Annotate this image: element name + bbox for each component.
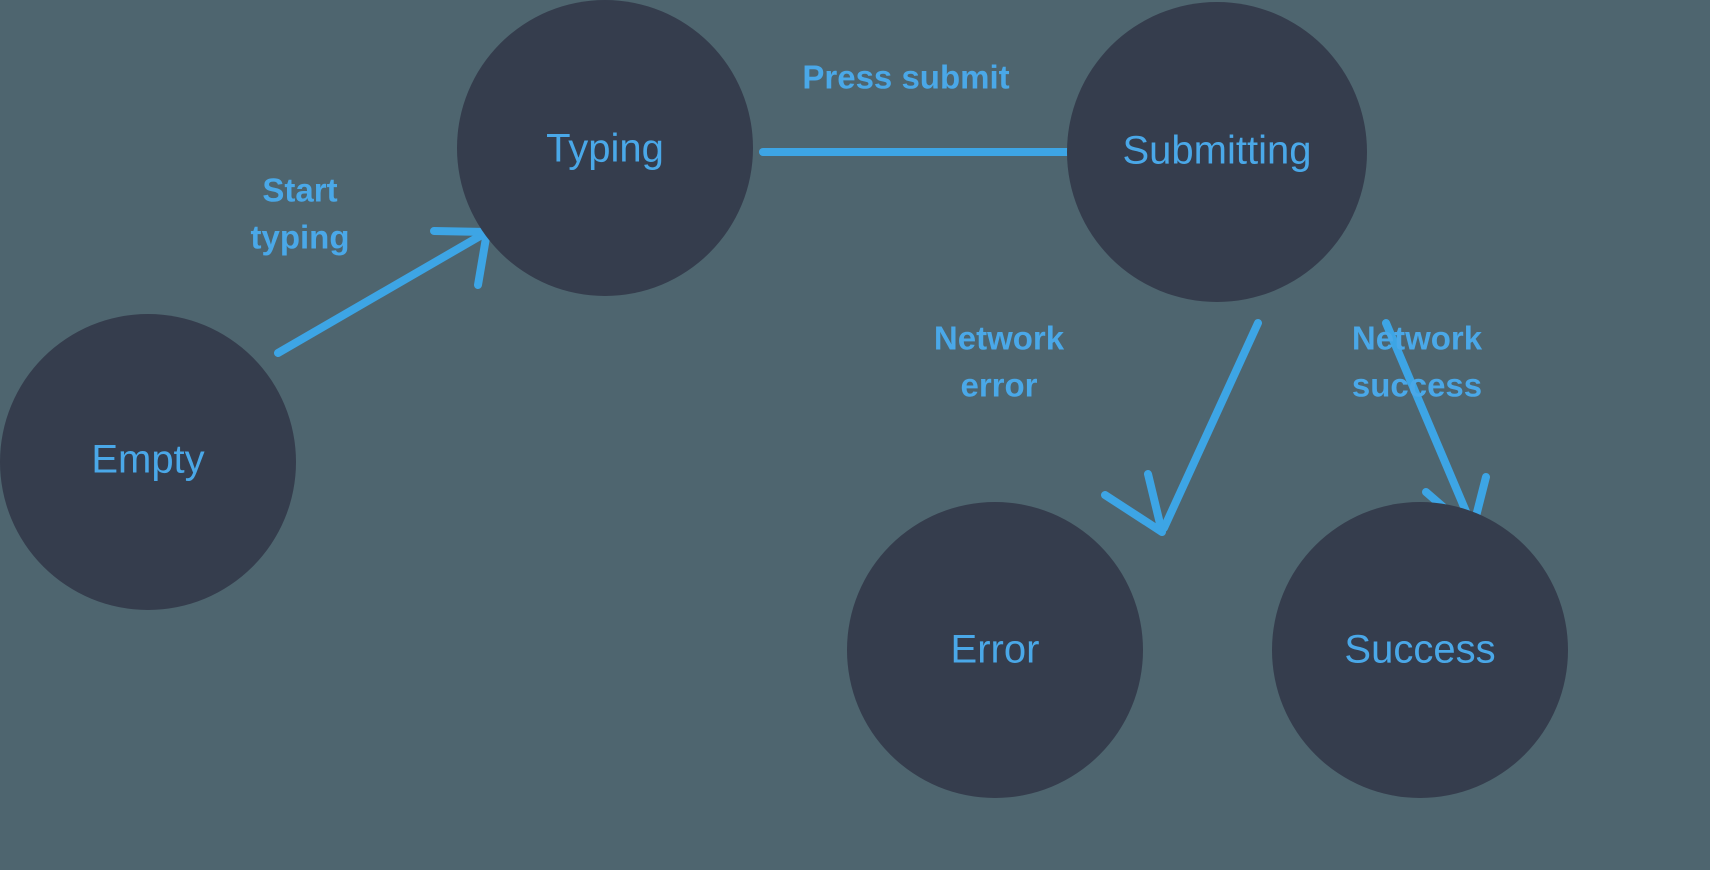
edge-label-submitting-to-error-line2: error (960, 367, 1037, 404)
node-typing[interactable]: Typing (457, 0, 753, 296)
node-empty[interactable]: Empty (0, 314, 296, 610)
edge-label-submitting-to-error: Network error (934, 320, 1065, 404)
arrowhead-submitting-to-error (1101, 470, 1166, 536)
edge-submitting-to-error (1101, 319, 1262, 536)
edge-line-submitting-to-success (1382, 319, 1477, 532)
edge-label-submitting-to-success: Network success (1352, 320, 1483, 404)
node-empty-label: Empty (91, 438, 204, 482)
edge-label-submitting-to-success-line1: Network (1352, 320, 1483, 357)
edge-label-empty-to-typing-line2: typing (251, 219, 350, 256)
node-submitting[interactable]: Submitting (1067, 2, 1367, 302)
edge-label-typing-to-submitting: Press submit (802, 59, 1009, 96)
edge-label-empty-to-typing-line1: Start (262, 172, 337, 209)
edge-label-typing-to-submitting-line1: Press submit (802, 59, 1009, 96)
node-success-label: Success (1344, 628, 1495, 672)
node-empty-circle[interactable] (0, 314, 296, 610)
node-error[interactable]: Error (847, 502, 1143, 798)
edge-label-submitting-to-success-line2: success (1352, 367, 1482, 404)
node-error-circle[interactable] (847, 502, 1143, 798)
node-submitting-label: Submitting (1123, 129, 1312, 173)
edge-label-empty-to-typing: Start typing (251, 172, 350, 256)
node-typing-label: Typing (546, 127, 664, 171)
edge-label-submitting-to-error-line1: Network (934, 320, 1065, 357)
node-typing-circle[interactable] (457, 0, 753, 296)
node-submitting-circle[interactable] (1067, 2, 1367, 302)
edge-line-submitting-to-error (1160, 319, 1262, 532)
node-success-circle[interactable] (1272, 502, 1568, 798)
edge-line-empty-to-typing (274, 228, 491, 357)
node-success[interactable]: Success (1272, 502, 1568, 798)
node-error-label: Error (951, 628, 1040, 672)
